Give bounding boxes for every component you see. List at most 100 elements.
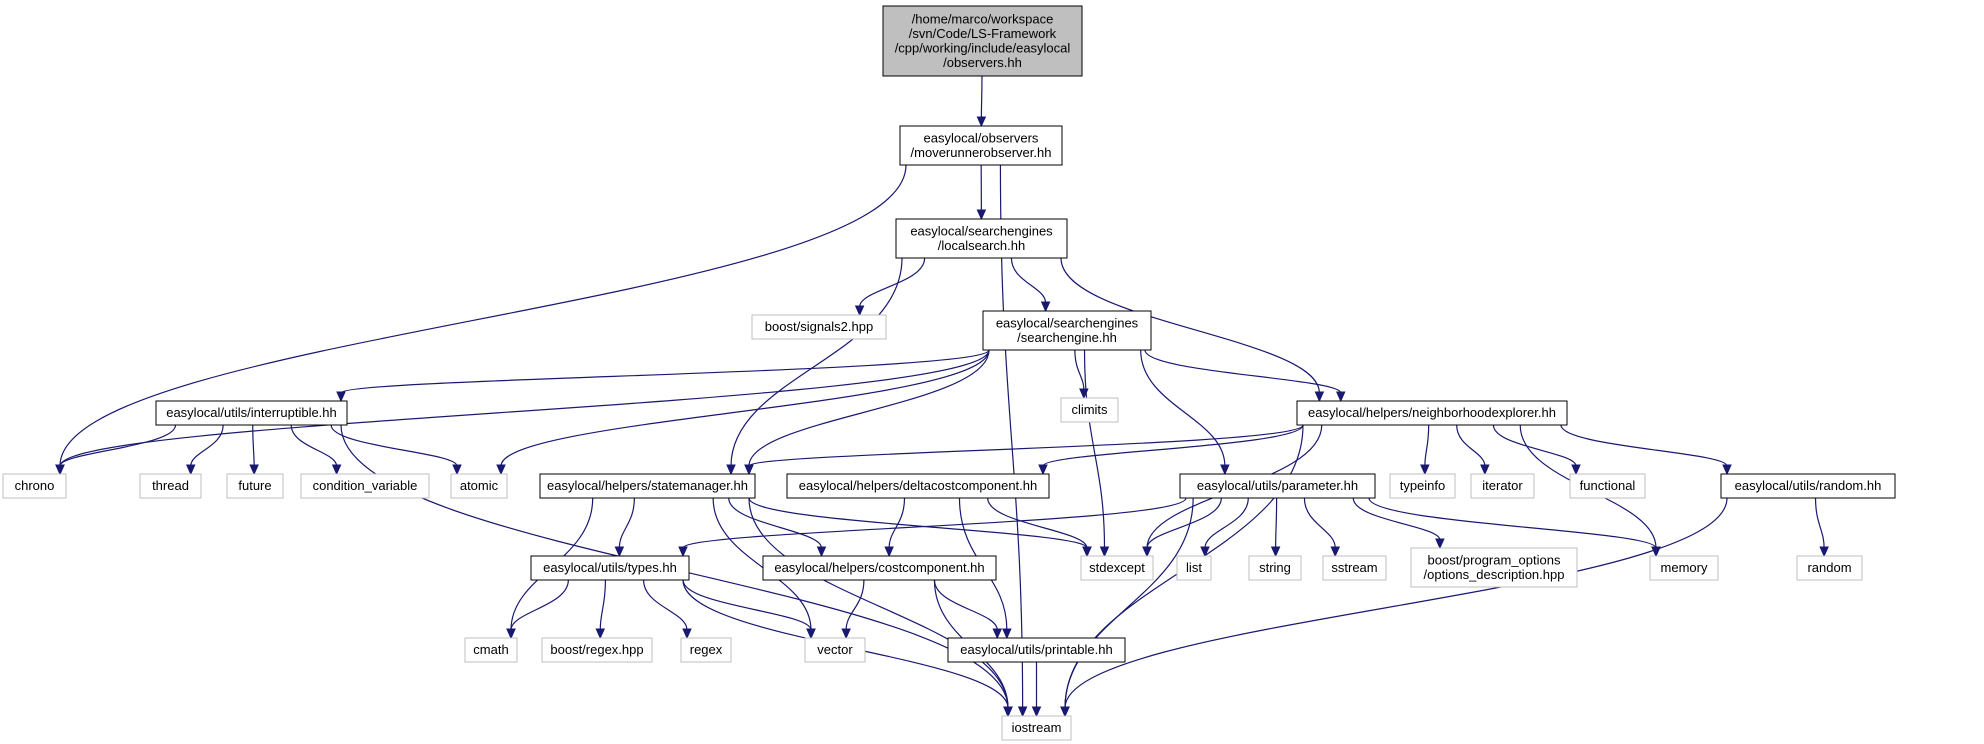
node-functional: functional (1569, 473, 1646, 499)
edge-line (252, 424, 255, 467)
edge-ne-to-random_hh (1560, 424, 1732, 476)
node-box (539, 473, 756, 499)
arrowhead (1142, 546, 1152, 558)
node-typeinfo: typeinfo (1389, 473, 1456, 499)
node-mro[interactable]: easylocal/observers/moverunnerobserver.h… (899, 125, 1063, 166)
edge-param-to-sstream (1303, 497, 1341, 558)
arrowhead (1200, 546, 1210, 558)
node-label-line: /localsearch.hh (938, 238, 1025, 253)
edge-line (1042, 424, 1304, 467)
node-box (1720, 473, 1896, 499)
arrowhead (682, 628, 692, 640)
edge-sm-to-cc (728, 497, 827, 558)
node-label-line: boost/program_options (1428, 552, 1561, 567)
node-box (1649, 555, 1719, 581)
arrowhead (185, 464, 196, 476)
arrowhead (1330, 546, 1341, 558)
node-vector: vector (804, 637, 866, 663)
node-label-line: cmath (473, 642, 508, 657)
node-label-line: /searchengine.hh (1017, 330, 1117, 345)
node-ls[interactable]: easylocal/searchengines/localsearch.hh (895, 218, 1068, 259)
arrowhead (726, 464, 736, 476)
node-thread: thread (139, 473, 202, 499)
node-dcc[interactable]: easylocal/helpers/deltacostcomponent.hh (786, 473, 1050, 499)
edge-se-to-atomic (496, 349, 990, 476)
edge-ne-to-iterator (1456, 424, 1490, 476)
edge-line (1303, 497, 1336, 549)
arrowhead (806, 628, 816, 640)
arrowhead (506, 628, 516, 640)
node-climits: climits (1060, 397, 1119, 423)
arrowhead (55, 464, 65, 476)
arrowhead (678, 546, 688, 558)
node-printable[interactable]: easylocal/utils/printable.hh (947, 637, 1126, 663)
edge-line (748, 349, 990, 467)
node-random_hh[interactable]: easylocal/utils/random.hh (1720, 473, 1896, 499)
node-label-line: easylocal/utils/types.hh (543, 560, 677, 575)
node-box (899, 125, 1063, 166)
arrowhead (992, 628, 1003, 640)
edge-printable-to-iostream (1031, 662, 1042, 718)
node-label-line: typeinfo (1400, 478, 1446, 493)
node-cc[interactable]: easylocal/helpers/costcomponent.hh (762, 555, 997, 581)
edges-layer (55, 75, 1829, 718)
edge-line (845, 579, 865, 631)
node-ne[interactable]: easylocal/helpers/neighborhoodexplorer.h… (1296, 400, 1568, 426)
edge-line (1064, 497, 1194, 709)
node-root[interactable]: /home/marco/workspace/svn/Code/LS-Framew… (882, 5, 1083, 77)
node-label-line: /home/marco/workspace (912, 11, 1054, 26)
edge-line (859, 257, 926, 308)
arrowhead (1314, 391, 1325, 403)
node-box (464, 637, 518, 663)
arrowhead (1082, 546, 1092, 558)
edge-dcc-to-stdexcept (987, 497, 1092, 558)
node-chrono: chrono (2, 473, 67, 499)
edge-param-to-list (1200, 497, 1249, 558)
node-label-line: easylocal/utils/parameter.hh (1197, 478, 1358, 493)
edge-line (643, 579, 688, 631)
arrowhead (1060, 706, 1070, 718)
node-bregex: boost/regex.hpp (541, 637, 653, 663)
node-stdexcept: stdexcept (1080, 555, 1154, 581)
edge-line (1814, 497, 1825, 549)
node-box (1176, 555, 1212, 581)
edge-line (1140, 349, 1226, 467)
edge-line (1560, 424, 1728, 467)
arrowhead (1031, 706, 1042, 718)
arrowhead (452, 464, 462, 476)
node-se[interactable]: easylocal/searchengines/searchengine.hh (982, 310, 1152, 351)
arrowhead (816, 546, 827, 558)
node-box (895, 218, 1068, 259)
node-box (786, 473, 1050, 499)
node-param[interactable]: easylocal/utils/parameter.hh (1179, 473, 1376, 499)
edge-line (1064, 497, 1728, 709)
edge-ne-to-sm (744, 424, 1304, 476)
edge-param-to-bpo (1352, 497, 1445, 550)
node-sm[interactable]: easylocal/helpers/statemanager.hh (539, 473, 756, 499)
arrowhead (595, 628, 606, 640)
edge-line (1060, 257, 1320, 394)
arrowhead (884, 546, 894, 558)
node-intr[interactable]: easylocal/utils/interruptible.hh (155, 400, 348, 426)
edge-dcc-to-cc (884, 497, 906, 558)
edge-line (599, 579, 607, 631)
node-label-line: list (1186, 560, 1202, 575)
node-label-line: iostream (1012, 720, 1062, 735)
node-types[interactable]: easylocal/utils/types.hh (530, 555, 690, 581)
edge-line (618, 497, 635, 549)
edge-line (682, 579, 812, 631)
node-label-line: /svn/Code/LS-Framework (909, 26, 1057, 41)
edge-se-to-stdexcept (1083, 349, 1110, 558)
node-box (882, 5, 1083, 77)
node-box (1410, 547, 1578, 588)
edge-intr-to-chrono (55, 424, 177, 476)
node-string: string (1248, 555, 1302, 581)
node-box (1569, 473, 1646, 499)
edge-se-to-ne (1144, 349, 1346, 403)
node-box (2, 473, 67, 499)
edge-param-to-types (678, 497, 1187, 558)
node-label-line: functional (1580, 478, 1636, 493)
edge-line (1424, 424, 1430, 467)
arrowhead (1038, 464, 1048, 476)
node-box (1470, 473, 1535, 499)
